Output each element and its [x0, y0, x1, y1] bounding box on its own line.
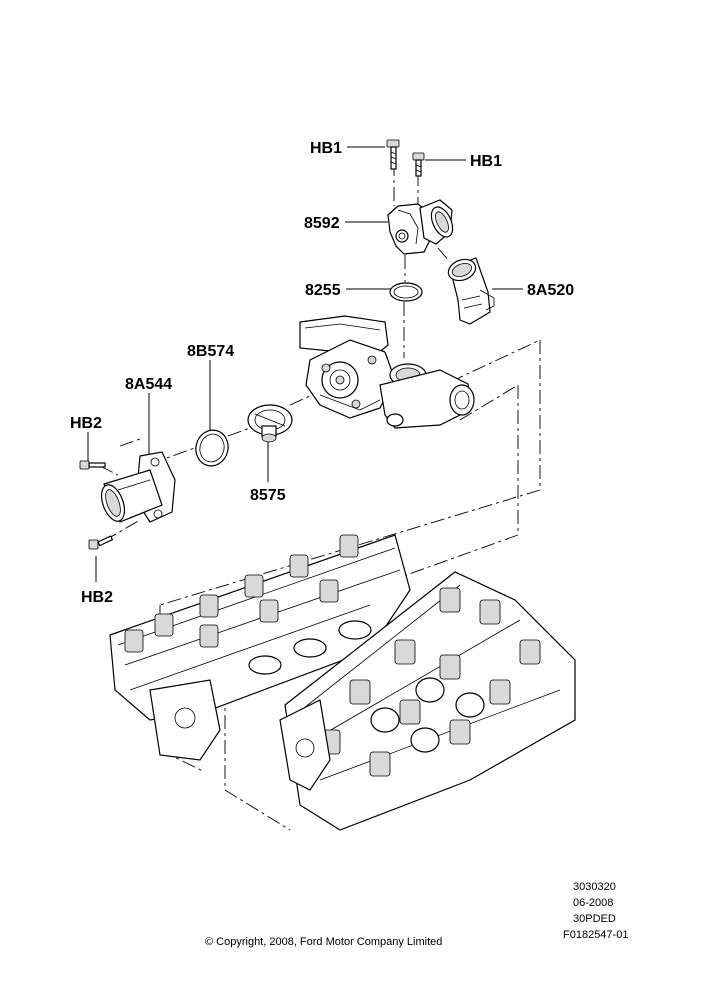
part-8255-o-ring: [389, 282, 423, 302]
label-hb2-bottom: HB2: [81, 589, 113, 606]
label-hb2-top: HB2: [70, 415, 102, 432]
label-8a544: 8A544: [125, 376, 172, 393]
label-hb1-right: HB1: [470, 153, 502, 170]
bolt-hb2-bottom: [88, 535, 114, 550]
part-8a520-hose-connector: [447, 257, 495, 325]
water-pump-housing-assembly: [299, 315, 475, 429]
info-line-4: F0182547-01: [563, 929, 628, 941]
camshaft-caps-left: [124, 534, 359, 653]
camshaft-caps-right: [319, 587, 541, 777]
info-line-3: 30PDED: [573, 913, 616, 925]
part-8b574-gasket-ring: [195, 429, 229, 467]
info-line-1: 3030320: [573, 881, 616, 893]
part-8592-outlet-housing: [387, 199, 454, 255]
cylinder-head-right: [279, 571, 576, 831]
copyright-text: © Copyright, 2008, Ford Motor Company Li…: [205, 936, 442, 948]
drawing-info-block: 3030320 06-2008 30PDED F0182547-01 © Cop…: [205, 881, 628, 948]
label-8592: 8592: [304, 215, 340, 232]
label-8a520: 8A520: [527, 282, 574, 299]
part-8575-thermostat: [247, 404, 293, 443]
bolt-hb2-top: [79, 460, 106, 470]
label-8b574: 8B574: [187, 343, 234, 360]
bolt-hb1-left: [386, 139, 400, 170]
cylinder-head-left: [109, 534, 411, 761]
bolt-hb1-right: [412, 152, 425, 177]
part-8a544-thermostat-housing: [100, 451, 176, 523]
label-8575: 8575: [250, 487, 286, 504]
label-hb1-left: HB1: [310, 140, 342, 157]
valve-seats-left: [248, 620, 372, 675]
leader-lines: [87, 146, 523, 582]
valve-springs-right: [370, 677, 485, 753]
part-labels: HB1 HB1 8592 8255 8A520 8B574 8A544 HB2 …: [70, 140, 574, 606]
info-line-2: 06-2008: [573, 897, 613, 909]
label-8255: 8255: [305, 282, 341, 299]
